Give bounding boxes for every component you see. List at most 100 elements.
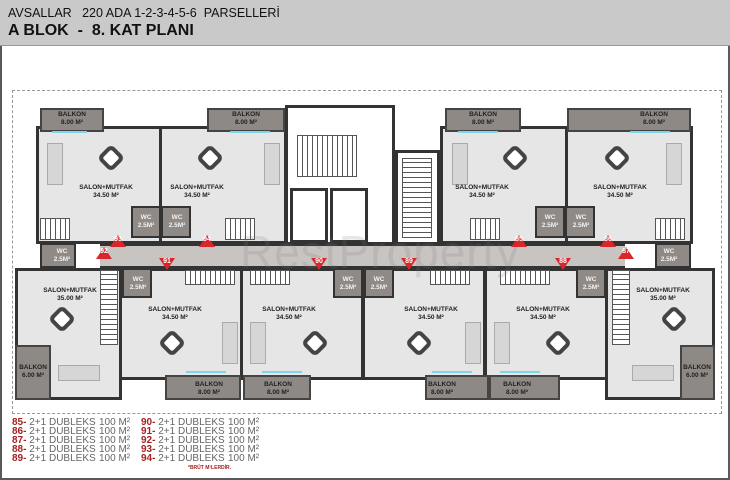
- unit-number: 85: [515, 236, 523, 243]
- unit-stairs: [40, 218, 70, 240]
- legend-number: 90-: [141, 417, 156, 428]
- window: [230, 131, 270, 133]
- room-name: BALKON: [640, 111, 668, 118]
- window: [630, 131, 670, 133]
- sofa: [222, 322, 238, 364]
- sofa: [465, 322, 481, 364]
- legend-number: 88-: [12, 444, 27, 455]
- sofa: [666, 143, 682, 185]
- sofa: [58, 365, 100, 381]
- unit-marker-92[interactable]: 92: [96, 247, 112, 259]
- elevator-2: [330, 188, 368, 243]
- legend-type: 2+1 DUBLEKS: [29, 417, 96, 428]
- room-name: WC: [585, 276, 597, 283]
- room-area: 34.50 M²: [530, 314, 556, 321]
- room-area: 35.00 M²: [57, 295, 83, 302]
- unit-stairs: [655, 218, 685, 240]
- room-name: SALON+MUTFAK: [170, 184, 224, 191]
- unit-90-balcony: [243, 375, 311, 400]
- unit-stairs: [185, 270, 235, 285]
- unit-90-wc: [333, 268, 363, 298]
- room-name: WC: [140, 214, 152, 221]
- legend-area: 100 M²: [99, 417, 131, 428]
- room-area: 6.00 M²: [685, 372, 709, 379]
- unit-marker-87[interactable]: 87: [618, 247, 634, 259]
- room-name: BALKON: [428, 381, 456, 388]
- legend-type: 2+1 DUBLEKS: [158, 426, 225, 437]
- legend-type: 2+1 DUBLEKS: [29, 426, 96, 437]
- legend-number: 85-: [12, 417, 27, 428]
- room-area: 8.00 M²: [430, 389, 454, 396]
- legend-type: 2+1 DUBLEKS: [158, 453, 225, 464]
- gross-area-note: *BRÜT M²LERDİR.: [188, 465, 232, 471]
- unit-stairs: [470, 218, 500, 240]
- room-name: SALON+MUTFAK: [455, 184, 509, 191]
- unit-number: 94: [203, 236, 211, 243]
- unit-marker-93[interactable]: 93: [110, 235, 126, 247]
- unit-91-balcony: [165, 375, 241, 400]
- unit-marker-85[interactable]: 85: [511, 235, 527, 247]
- room-name: WC: [663, 248, 675, 255]
- room-name: SALON+MUTFAK: [593, 184, 647, 191]
- legend-number: 89-: [12, 453, 27, 464]
- unit-stairs: [612, 270, 630, 345]
- room-area: 2.5M²: [370, 284, 388, 291]
- room-name: SALON+MUTFAK: [148, 306, 202, 313]
- unit-87-wc: [655, 243, 691, 268]
- room-name: BALKON: [232, 111, 260, 118]
- room-area: 8.00 M²: [197, 389, 221, 396]
- room-area: 35.00 M²: [650, 295, 676, 302]
- unit-marker-94[interactable]: 94: [199, 235, 215, 247]
- legend-type: 2+1 DUBLEKS: [29, 435, 96, 446]
- unit-85-wc: [535, 206, 565, 238]
- unit-marker-90[interactable]: 90: [311, 258, 327, 270]
- room-area: 2.5M²: [572, 222, 590, 229]
- room-area: 8.00 M²: [234, 119, 258, 126]
- unit-number: 93: [114, 236, 122, 243]
- room-area: 8.00 M²: [642, 119, 666, 126]
- legend-number: 87-: [12, 435, 27, 446]
- unit-stairs: [100, 270, 118, 345]
- unit-number: 92: [100, 248, 108, 255]
- room-area: 2.5M²: [541, 222, 559, 229]
- room-name: WC: [575, 214, 587, 221]
- legend-number: 86-: [12, 426, 27, 437]
- sofa: [47, 143, 63, 185]
- unit-marker-88[interactable]: 88: [555, 258, 571, 270]
- room-name: SALON+MUTFAK: [262, 306, 316, 313]
- site-boundary: [12, 90, 722, 414]
- unit-89-wc: [364, 268, 394, 298]
- room-area: 8.00 M²: [60, 119, 84, 126]
- legend-area: 100 M²: [228, 417, 260, 428]
- unit-marker-89[interactable]: 89: [401, 258, 417, 270]
- legend-area: 100 M²: [99, 435, 131, 446]
- room-area: 2.5M²: [660, 256, 678, 263]
- project-title: AVSALLAR 220 ADA 1-2-3-4-5-6 PARSELLERİ: [8, 6, 280, 20]
- unit-88-wc: [576, 268, 606, 298]
- window: [458, 131, 498, 133]
- unit-marker-91[interactable]: 91: [159, 258, 175, 270]
- window: [500, 371, 540, 373]
- unit-marker-86[interactable]: 86: [600, 235, 616, 247]
- sofa: [632, 365, 674, 381]
- sofa: [264, 143, 280, 185]
- unit-93-wc: [131, 206, 161, 238]
- legend-area: 100 M²: [228, 435, 260, 446]
